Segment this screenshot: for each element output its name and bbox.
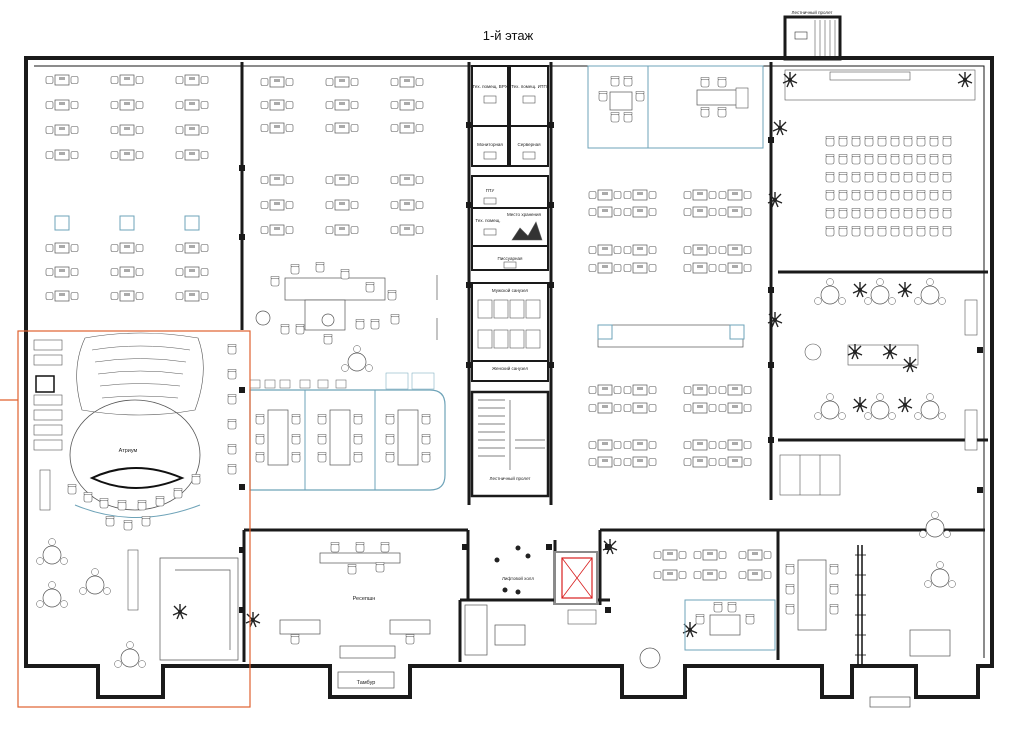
room-reception: Ресепшн xyxy=(353,596,376,602)
room-tech3: Тех. помещ. xyxy=(475,218,500,223)
outer-walls xyxy=(24,56,994,699)
room-ups: ГПУ xyxy=(486,188,495,193)
room-elevator-hall: Лифтовой холл xyxy=(502,575,534,581)
bottom-right-office xyxy=(639,511,956,708)
left-office-desks xyxy=(45,74,209,302)
room-vestibule: Тамбур xyxy=(357,680,376,686)
room-sandbox: Писсуарная xyxy=(498,256,523,261)
room-female-wc: Женский санузел xyxy=(492,365,528,371)
room-monitoring: Мониторная xyxy=(477,142,503,147)
conference-hall xyxy=(784,69,976,237)
room-shower: Место хранения xyxy=(507,212,542,217)
right-office-area xyxy=(587,65,764,468)
room-tech2: Тех. помещ. ИТП xyxy=(511,84,547,89)
glass-meeting-rooms xyxy=(249,372,446,491)
service-core: Тех. помещ. ВРУ Тех. помещ. ИТП Мониторн… xyxy=(470,65,550,498)
top-stairwell: Лестничный пролет xyxy=(783,9,842,61)
middle-office-desks xyxy=(260,76,424,236)
lounge-area xyxy=(255,262,438,372)
plan-title: 1-й этаж xyxy=(483,28,534,43)
atrium: Атриум xyxy=(0,330,251,708)
room-server: Серверная xyxy=(517,142,541,147)
room-stairwell: Лестничный пролет xyxy=(490,475,531,481)
room-male-wc: Мужской санузел xyxy=(492,287,528,293)
top-stairwell-label: Лестничный пролет xyxy=(792,9,833,15)
room-tech1: Тех. помещ. ВРУ xyxy=(472,84,507,89)
room-atrium: Атриум xyxy=(119,448,138,454)
right-lounge xyxy=(779,278,978,496)
reception: Ресепшн Тамбур xyxy=(279,542,431,689)
elevator-hall: Лифтовой холл xyxy=(464,545,598,656)
